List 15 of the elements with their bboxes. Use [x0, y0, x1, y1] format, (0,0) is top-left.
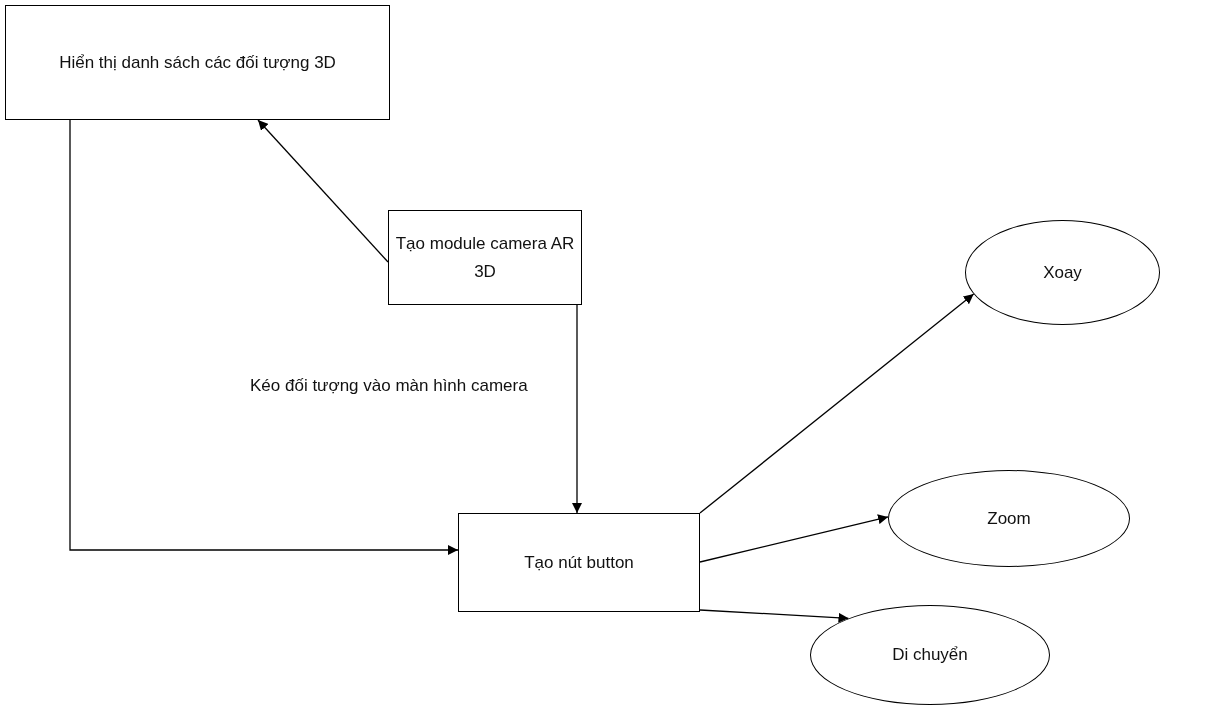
node-label: Tạo nút button — [523, 551, 635, 574]
node-label: Zoom — [986, 507, 1032, 530]
node-label: Tạo module camera AR 3D — [394, 233, 576, 283]
arrow — [699, 514, 889, 563]
node-label: Di chuyển — [891, 644, 969, 667]
process-box — [388, 210, 582, 305]
arrow — [699, 293, 975, 514]
arrow — [69, 119, 459, 555]
process-box — [458, 513, 700, 612]
arrow — [257, 119, 389, 263]
process-box — [5, 5, 390, 120]
arrow — [572, 304, 582, 514]
arrow — [699, 609, 850, 623]
node-label: Hiển thị danh sách các đối tượng 3D — [58, 51, 337, 74]
node-label: Xoay — [1042, 261, 1083, 284]
